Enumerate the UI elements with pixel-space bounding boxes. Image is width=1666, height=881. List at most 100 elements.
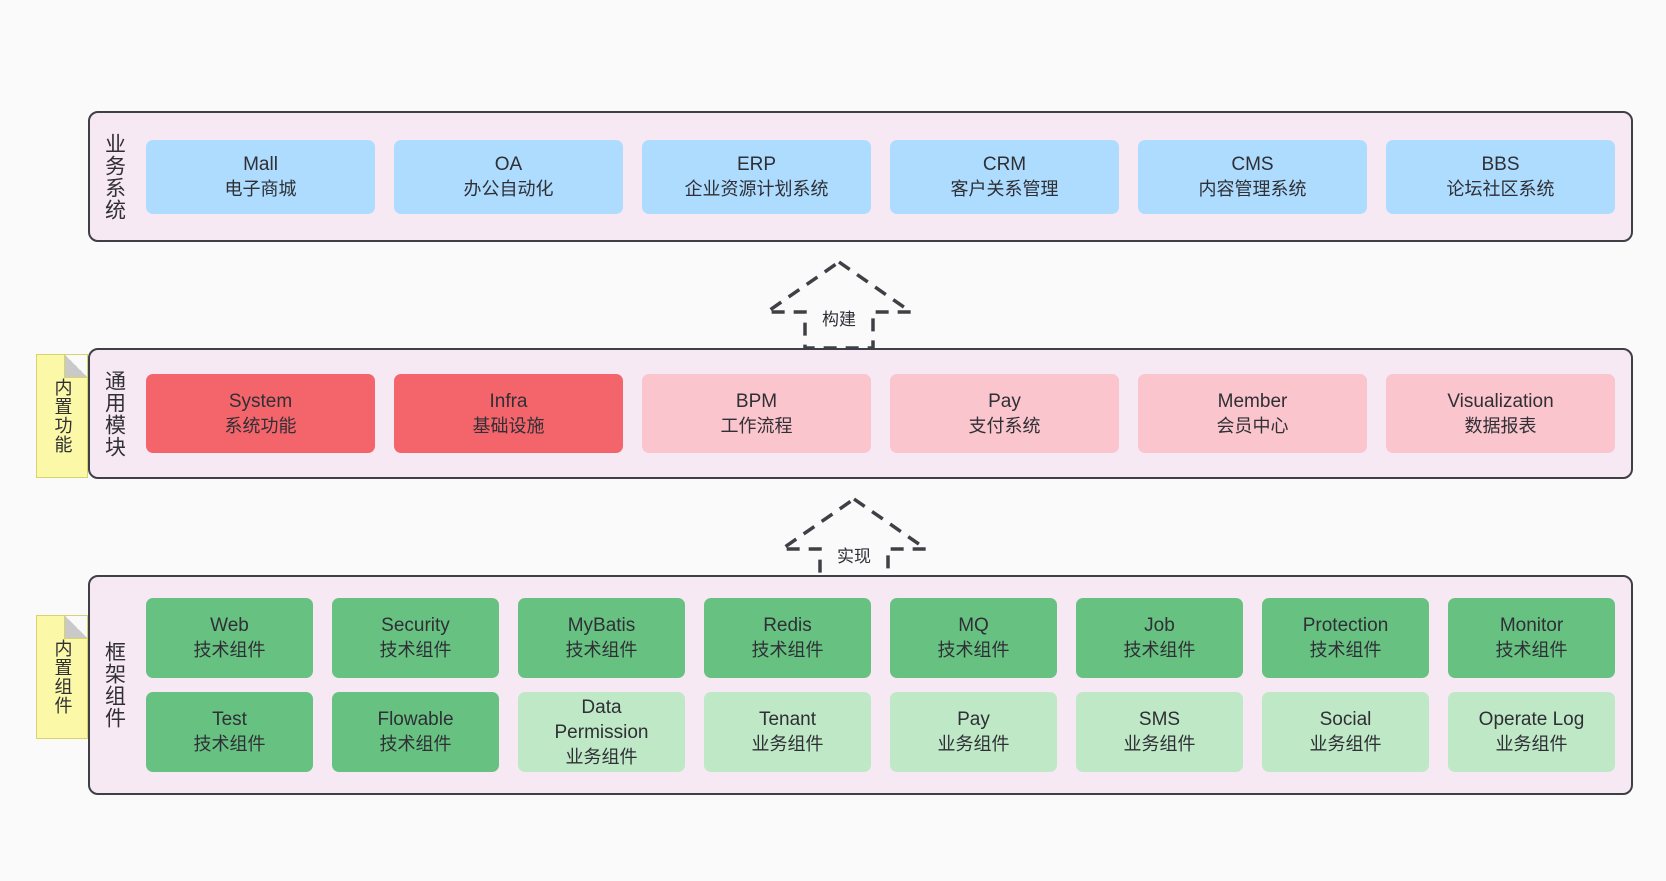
card-subtitle: 基础设施 [472,415,545,436]
card-test[interactable]: Test 技术组件 [146,692,313,772]
card-subtitle: 工作流程 [720,415,793,436]
card-subtitle: 系统功能 [224,415,297,436]
note-text: 内置功能 [52,378,73,454]
note-builtin-functions: 内置功能 [36,354,88,478]
card-member[interactable]: Member 会员中心 [1138,374,1367,453]
card-operate-log[interactable]: Operate Log 业务组件 [1448,692,1615,772]
card-subtitle: 企业资源计划系统 [684,178,829,199]
card-title: Tenant [758,709,817,730]
card-title: OA [494,153,523,175]
card-flowable[interactable]: Flowable 技术组件 [332,692,499,772]
card-subtitle: 技术组件 [565,640,638,660]
card-title: CRM [982,153,1027,175]
card-security[interactable]: Security 技术组件 [332,598,499,678]
card-monitor[interactable]: Monitor 技术组件 [1448,598,1615,678]
card-title: BBS [1481,153,1520,175]
card-system[interactable]: System 系统功能 [146,374,375,453]
card-oa[interactable]: OA 办公自动化 [394,139,623,214]
card-title: SMS [1138,709,1181,730]
card-subtitle: 技术组件 [193,734,266,754]
card-subtitle: 会员中心 [1216,415,1289,436]
card-sms[interactable]: SMS 业务组件 [1076,692,1243,772]
card-mall[interactable]: Mall 电子商城 [146,139,375,214]
card-subtitle: 业务组件 [751,734,824,754]
card-social[interactable]: Social 业务组件 [1262,692,1429,772]
card-title: MyBatis [567,615,636,636]
card-redis[interactable]: Redis 技术组件 [704,598,871,678]
card-bbs[interactable]: BBS 论坛社区系统 [1386,139,1615,214]
note-builtin-components: 内置组件 [36,615,88,739]
card-title: Operate Log [1478,709,1585,730]
card-title: BPM [735,390,778,412]
card-title: Security [381,615,450,636]
card-title: Job [1144,615,1175,636]
card-title: Test [212,709,247,730]
card-subtitle: 支付系统 [968,415,1041,436]
card-subtitle: 技术组件 [751,640,824,660]
card-title: Flowable [377,709,454,730]
card-title: Pay [988,390,1021,412]
card-subtitle: 业务组件 [937,734,1010,754]
card-subtitle: 业务组件 [1309,734,1382,754]
arrow-build-label: 构建 [822,310,856,329]
card-subtitle: 数据报表 [1464,415,1537,436]
card-subtitle: 技术组件 [379,640,452,660]
card-visualization[interactable]: Visualization 数据报表 [1386,374,1615,453]
card-title: Redis [763,615,812,636]
framework-tech-row: Web 技术组件 Security 技术组件 MyBatis 技术组件 Redi… [146,598,1615,678]
card-subtitle: 业务组件 [1123,734,1196,754]
layer-body-business: Mall 电子商城 OA 办公自动化 ERP 企业资源计划系统 CRM 客户关系… [138,113,1631,240]
card-title: Web [210,615,249,636]
card-title: Visualization [1447,390,1554,412]
business-card-row: Mall 电子商城 OA 办公自动化 ERP 企业资源计划系统 CRM 客户关系… [146,139,1615,214]
card-pay[interactable]: Pay 支付系统 [890,374,1119,453]
card-title: Pay [957,709,990,730]
card-subtitle: 业务组件 [565,746,638,767]
card-subtitle: 业务组件 [1495,734,1568,754]
card-subtitle: 办公自动化 [463,178,554,199]
card-title: MQ [958,615,989,636]
note-text: 内置组件 [52,639,73,715]
card-subtitle: 内容管理系统 [1198,178,1307,199]
layer-title-framework: 框架组件 [102,641,126,729]
layer-body-modules: System 系统功能 Infra 基础设施 BPM 工作流程 Pay 支付系统… [138,350,1631,477]
card-subtitle: 技术组件 [193,640,266,660]
card-title: System [228,390,293,412]
layer-title-modules: 通用模块 [102,369,126,458]
modules-card-row: System 系统功能 Infra 基础设施 BPM 工作流程 Pay 支付系统… [146,374,1615,453]
card-web[interactable]: Web 技术组件 [146,598,313,678]
card-subtitle: 电子商城 [224,178,297,199]
card-subtitle: 技术组件 [379,734,452,754]
card-infra[interactable]: Infra 基础设施 [394,374,623,453]
layer-body-framework: Web 技术组件 Security 技术组件 MyBatis 技术组件 Redi… [138,577,1631,793]
card-title: Infra [489,390,528,412]
card-subtitle: 技术组件 [1123,640,1196,660]
arrow-build: 构建 [759,258,919,350]
layer-business-system: 业务系统 Mall 电子商城 OA 办公自动化 ERP 企业资源计划系统 CRM… [88,111,1633,242]
card-cms[interactable]: CMS 内容管理系统 [1138,139,1367,214]
card-tenant[interactable]: Tenant 业务组件 [704,692,871,772]
card-subtitle: 客户关系管理 [950,178,1059,199]
card-crm[interactable]: CRM 客户关系管理 [890,139,1119,214]
card-mq[interactable]: MQ 技术组件 [890,598,1057,678]
card-job[interactable]: Job 技术组件 [1076,598,1243,678]
card-title: Monitor [1499,615,1564,636]
layer-framework-components: 框架组件 Web 技术组件 Security 技术组件 MyBatis 技术组件… [88,575,1633,795]
layer-common-modules: 通用模块 System 系统功能 Infra 基础设施 BPM 工作流程 Pay… [88,348,1633,479]
card-subtitle: 技术组件 [1495,640,1568,660]
card-title: Mall [243,153,278,175]
card-title: Data Permission [554,696,649,743]
card-bpm[interactable]: BPM 工作流程 [642,374,871,453]
card-title: Protection [1302,615,1389,636]
card-title: ERP [736,153,777,175]
card-erp[interactable]: ERP 企业资源计划系统 [642,139,871,214]
card-title: Member [1217,390,1288,412]
card-data-permission[interactable]: Data Permission 业务组件 [518,692,685,772]
card-protection[interactable]: Protection 技术组件 [1262,598,1429,678]
card-subtitle: 论坛社区系统 [1446,178,1555,199]
card-mybatis[interactable]: MyBatis 技术组件 [518,598,685,678]
framework-business-row: Test 技术组件 Flowable 技术组件 Data Permission … [146,692,1615,772]
card-title: CMS [1231,153,1274,175]
card-pay-component[interactable]: Pay 业务组件 [890,692,1057,772]
